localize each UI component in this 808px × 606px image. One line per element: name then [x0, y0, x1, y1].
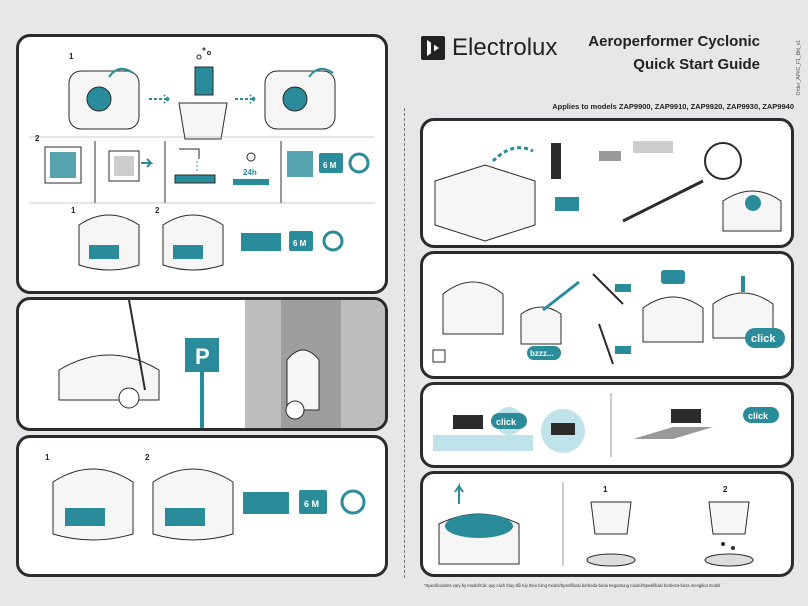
brand-name: Electrolux	[452, 34, 558, 61]
panel-exhaust-filter: 1 2 6 M	[16, 435, 388, 577]
panel-filter-cleaning: 1 2	[16, 34, 388, 294]
panel-unboxing-art	[434, 141, 782, 242]
panel-parking-art: P	[58, 300, 385, 428]
rinse-filter	[174, 148, 216, 184]
panel-filter-cleaning-art: 1 2	[29, 47, 375, 271]
bzzz-label-group: bzzz...	[527, 346, 561, 360]
panel-unboxing	[420, 118, 794, 248]
title-line-1: Aeroperformer Cyclonic	[588, 33, 760, 50]
arrow-icon	[235, 94, 258, 104]
panel-nozzle: click click	[420, 382, 794, 468]
vacuum-hose-connect	[520, 280, 580, 345]
step-number-2d: 2	[723, 485, 728, 494]
click-label-group: click	[745, 328, 785, 348]
panel-exhaust-filter-art: 1 2 6 M	[45, 453, 366, 541]
vacuum-exhaust-filter-open	[78, 214, 140, 271]
calendar-months-label: 6 M	[323, 161, 337, 170]
exhaust-filter	[241, 233, 281, 251]
step-number-2b: 2	[155, 206, 160, 215]
parking-sign-icon: P	[185, 338, 219, 428]
click-label-2: click	[496, 417, 517, 427]
click-label: click	[751, 333, 776, 345]
arrow-icon	[149, 94, 172, 104]
arrow-icon	[491, 146, 534, 163]
panel-parking: P	[16, 297, 388, 431]
vacuum-horizontal-parking	[58, 300, 160, 409]
step-number-1d: 1	[603, 485, 608, 494]
step-number-2c: 2	[145, 453, 150, 462]
calendar-months-label-3: 6 M	[304, 499, 319, 509]
vacuum-exhaust-filter-close	[162, 214, 224, 271]
calendar-months-label-2: 6 M	[293, 239, 307, 248]
bzzz-label: bzzz...	[530, 349, 554, 358]
container-empty-1	[586, 501, 636, 567]
sun-icon	[246, 152, 256, 162]
vacuum-exhaust-close	[152, 468, 234, 541]
footnote: *Specifications vary by model/Các quy cá…	[424, 583, 721, 588]
vacuum-close-lid-1	[264, 67, 336, 130]
filter-removal	[44, 146, 82, 184]
parking-sign-label: P	[195, 344, 210, 369]
recycle-icon	[322, 230, 344, 252]
step-number-1c: 1	[45, 453, 50, 462]
step-number-1: 1	[69, 52, 74, 61]
panel-empty-container-art: 1 2	[438, 482, 754, 567]
electrolux-logo-icon	[421, 36, 445, 60]
timer-label: 24h	[243, 168, 257, 177]
page-title: Aeroperformer Cyclonic Quick Start Guide	[588, 30, 760, 76]
click-label-group-3: click	[743, 407, 779, 423]
box-illustration	[434, 164, 536, 242]
step-number-1b: 1	[71, 206, 76, 215]
vacuum-open-lid-1	[68, 67, 140, 130]
panel-empty-container: 1 2	[420, 471, 794, 577]
click-label-3: click	[748, 411, 769, 421]
panel-nozzle-art: click click	[433, 393, 779, 457]
nozzle-upholstery	[541, 409, 585, 453]
recycle-icon	[340, 489, 366, 515]
vacuum-plug	[432, 281, 504, 363]
power-adjust	[592, 273, 631, 365]
nozzle-carpet	[433, 415, 533, 451]
vacuum-vertical-parking	[285, 349, 320, 420]
calendar-icon: 6 M	[289, 231, 313, 251]
exhaust-filter	[243, 492, 289, 514]
nozzle-hard-floor	[633, 409, 713, 439]
calendar-icon: 6 M	[299, 490, 327, 514]
fold-line	[404, 108, 405, 578]
panel-assembly-art: bzzz... click	[432, 270, 785, 365]
vacuum-remove-container	[438, 513, 520, 565]
empty-bin-illustration	[178, 47, 228, 140]
panel-assembly: bzzz... click	[420, 251, 794, 379]
title-line-2: Quick Start Guide	[633, 56, 760, 73]
vacuum-cord-rewind	[712, 276, 774, 339]
accessories	[551, 141, 782, 232]
applies-to-models: Applies to models ZAP9900, ZAP9910, ZAP9…	[552, 102, 794, 111]
vacuum-exhaust-open	[52, 468, 134, 541]
container-empty-2	[704, 501, 754, 567]
vacuum-power-dial	[642, 270, 704, 343]
brand-logo: Electrolux	[420, 34, 557, 62]
document-code: Order_AP#C_F1_Bkt_v1	[796, 40, 802, 96]
filter-reinsert	[287, 151, 313, 177]
arrow-icon	[454, 482, 464, 504]
calendar-icon: 6 M	[319, 153, 343, 173]
recycle-icon	[348, 152, 370, 174]
click-label-group-2: click	[491, 407, 527, 435]
filter-tap	[108, 150, 154, 182]
step-number-2: 2	[35, 134, 40, 143]
drying-filter	[233, 179, 269, 185]
